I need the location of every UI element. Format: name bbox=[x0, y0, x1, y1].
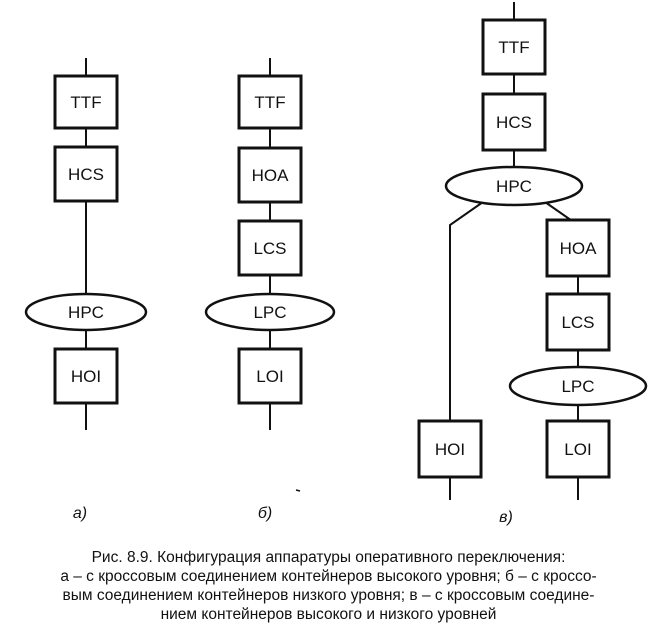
label-hoi-a: HOI bbox=[71, 367, 101, 386]
box-ttf-b bbox=[237, 74, 303, 130]
caption-line-2: а – с кроссовым соединением контейнеров … bbox=[60, 568, 597, 585]
diagram-a: TTF HCS HPC HOI а) bbox=[24, 58, 148, 522]
label-hoa-b: HOA bbox=[252, 166, 290, 185]
box-hoi-a bbox=[53, 347, 119, 405]
box-loi-c bbox=[545, 419, 611, 479]
box-ttf-c bbox=[481, 18, 547, 76]
label-hpc-c: HPC bbox=[496, 177, 532, 196]
oval-lpc-b bbox=[204, 292, 336, 332]
oval-hpc-c bbox=[444, 165, 584, 207]
box-hoi-c bbox=[417, 419, 483, 479]
label-lcs-b: LCS bbox=[253, 239, 286, 258]
caption-line-1: Рис. 8.9. Конфигурация аппаратуры операт… bbox=[91, 549, 566, 566]
label-ttf-a: TTF bbox=[70, 93, 101, 112]
box-hcs-c bbox=[481, 92, 547, 152]
label-lcs-c: LCS bbox=[561, 313, 594, 332]
configuration-diagrams: TTF HCS HPC HOI а) TTF HOA LCS LPC LOI б… bbox=[24, 2, 648, 526]
oval-hpc-a bbox=[24, 292, 148, 332]
label-hcs-a: HCS bbox=[68, 165, 104, 184]
label-hpc-a: HPC bbox=[68, 303, 104, 322]
figure-caption: Рис. 8.9. Конфигурация аппаратуры операт… bbox=[10, 548, 647, 624]
box-loi-b bbox=[237, 347, 303, 405]
box-lcs-b bbox=[237, 219, 303, 277]
stray-mark bbox=[295, 489, 301, 492]
label-lpc-c: LPC bbox=[561, 377, 594, 396]
caption-label-b: б) bbox=[258, 505, 272, 522]
label-ttf-c: TTF bbox=[498, 38, 529, 57]
branch-left-c bbox=[449, 201, 484, 500]
box-hoa-b bbox=[237, 146, 303, 204]
label-lpc-b: LPC bbox=[253, 303, 286, 322]
label-loi-c: LOI bbox=[564, 440, 591, 459]
oval-lpc-c bbox=[508, 365, 648, 407]
label-hcs-c: HCS bbox=[496, 113, 532, 132]
diagram-b: TTF HOA LCS LPC LOI б) bbox=[204, 58, 336, 522]
label-hoa-c: HOA bbox=[560, 239, 598, 258]
box-hoa-c bbox=[545, 218, 611, 278]
caption-line-4: нием контейнеров высокого и низкого уров… bbox=[160, 606, 497, 623]
caption-label-c: в) bbox=[499, 509, 513, 526]
diagram-c: TTF HCS HPC HOI HOA LCS LPC LOI в) bbox=[417, 2, 648, 526]
box-ttf-a bbox=[53, 74, 119, 130]
caption-label-a: а) bbox=[73, 505, 87, 522]
label-hoi-c: HOI bbox=[435, 440, 465, 459]
label-ttf-b: TTF bbox=[254, 93, 285, 112]
box-hcs-a bbox=[53, 145, 119, 203]
label-loi-b: LOI bbox=[256, 367, 283, 386]
caption-line-3: вым соединением контейнеров низкого уров… bbox=[62, 587, 595, 604]
box-lcs-c bbox=[545, 292, 611, 352]
